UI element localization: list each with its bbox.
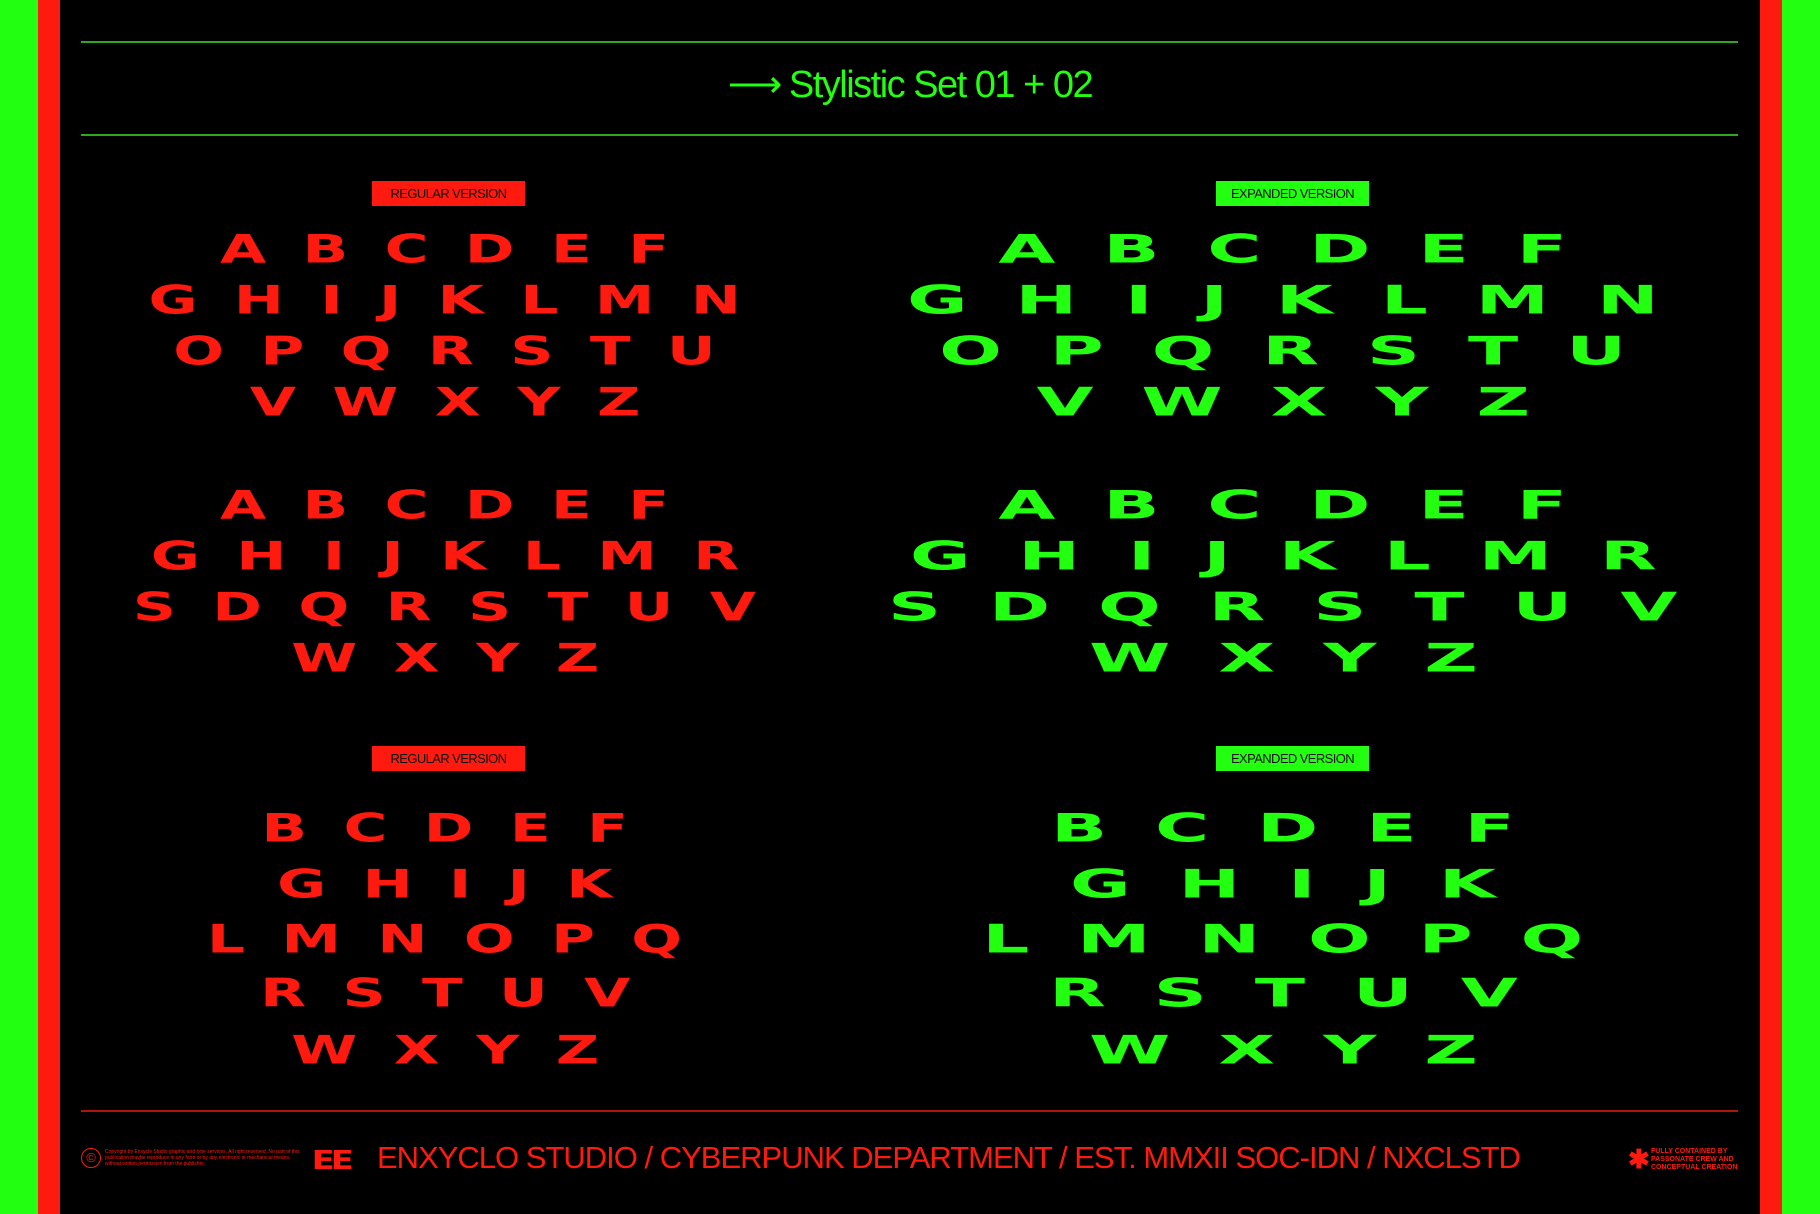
glyph-row: ABCDEF bbox=[998, 226, 1616, 272]
regular-version-badge-set3: REGULAR VERSION bbox=[372, 746, 525, 771]
tagline: FULLY CONTAINED BY PASSONATE CREW AND CO… bbox=[1651, 1148, 1738, 1171]
glyph-row: VWXYZ bbox=[249, 379, 677, 425]
glyph-row: GHIJKLMN bbox=[148, 277, 778, 323]
header-bottom-divider bbox=[81, 134, 1738, 136]
glyph-row: BCDEF bbox=[1051, 805, 1563, 851]
glyph-row: ABCDEF bbox=[998, 482, 1616, 528]
studio-logo: EE bbox=[311, 1146, 354, 1176]
glyph-row: RSTUV bbox=[1048, 970, 1566, 1016]
glyph-row: GHIJKLMR bbox=[150, 533, 776, 579]
left-green-border bbox=[0, 0, 38, 1214]
header-top-divider bbox=[81, 41, 1738, 43]
glyph-row: GHIJK bbox=[277, 861, 649, 907]
page-title: ⟶Stylistic Set 01 + 02 bbox=[0, 62, 1820, 107]
glyph-row: OPQRSTU bbox=[173, 328, 753, 374]
copyright-icon: © bbox=[81, 1148, 101, 1168]
glyph-row: OPQRSTU bbox=[939, 328, 1675, 374]
glyph-row: WXYZ bbox=[290, 635, 636, 681]
right-red-border bbox=[1760, 0, 1782, 1214]
regular-version-badge: REGULAR VERSION bbox=[372, 181, 525, 206]
right-green-border bbox=[1782, 0, 1820, 1214]
glyph-row: BCDEF bbox=[261, 805, 665, 851]
studio-credit: ENXYCLO STUDIO / CYBERPUNK DEPARTMENT / … bbox=[377, 1140, 1521, 1175]
glyph-row: VWXYZ bbox=[1036, 379, 1578, 425]
glyph-row: ABCDEF bbox=[220, 482, 706, 528]
glyph-row: LMNOPQ bbox=[207, 916, 719, 962]
glyph-row: GHIJKLMN bbox=[907, 277, 1707, 323]
glyph-row: SDQRSTUV bbox=[133, 584, 793, 630]
arrow-right-icon: ⟶ bbox=[727, 64, 782, 106]
expanded-version-badge-set3: EXPANDED VERSION bbox=[1216, 746, 1369, 771]
glyph-row: WXYZ bbox=[290, 1027, 636, 1073]
expanded-version-badge: EXPANDED VERSION bbox=[1216, 181, 1369, 206]
glyph-row: LMNOPQ bbox=[982, 916, 1632, 962]
glyph-row: GHIJKLMR bbox=[909, 533, 1705, 579]
glyph-row: RSTUV bbox=[259, 970, 667, 1016]
footer: © Copyright by Enxyclo Studio graphic an… bbox=[81, 1138, 1741, 1178]
glyph-row: WXYZ bbox=[1088, 635, 1526, 681]
title-text: Stylistic Set 01 + 02 bbox=[788, 64, 1094, 106]
left-red-border bbox=[38, 0, 60, 1214]
glyph-row: GHIJK bbox=[1070, 861, 1544, 907]
asterisk-icon: ✱ bbox=[1628, 1144, 1650, 1174]
glyph-row: WXYZ bbox=[1088, 1027, 1526, 1073]
copyright-notice: Copyright by Enxyclo Studio graphic and … bbox=[105, 1149, 300, 1167]
glyph-row: ABCDEF bbox=[220, 226, 706, 272]
glyph-row: SDQRSTUV bbox=[888, 584, 1726, 630]
footer-divider bbox=[81, 1110, 1738, 1112]
